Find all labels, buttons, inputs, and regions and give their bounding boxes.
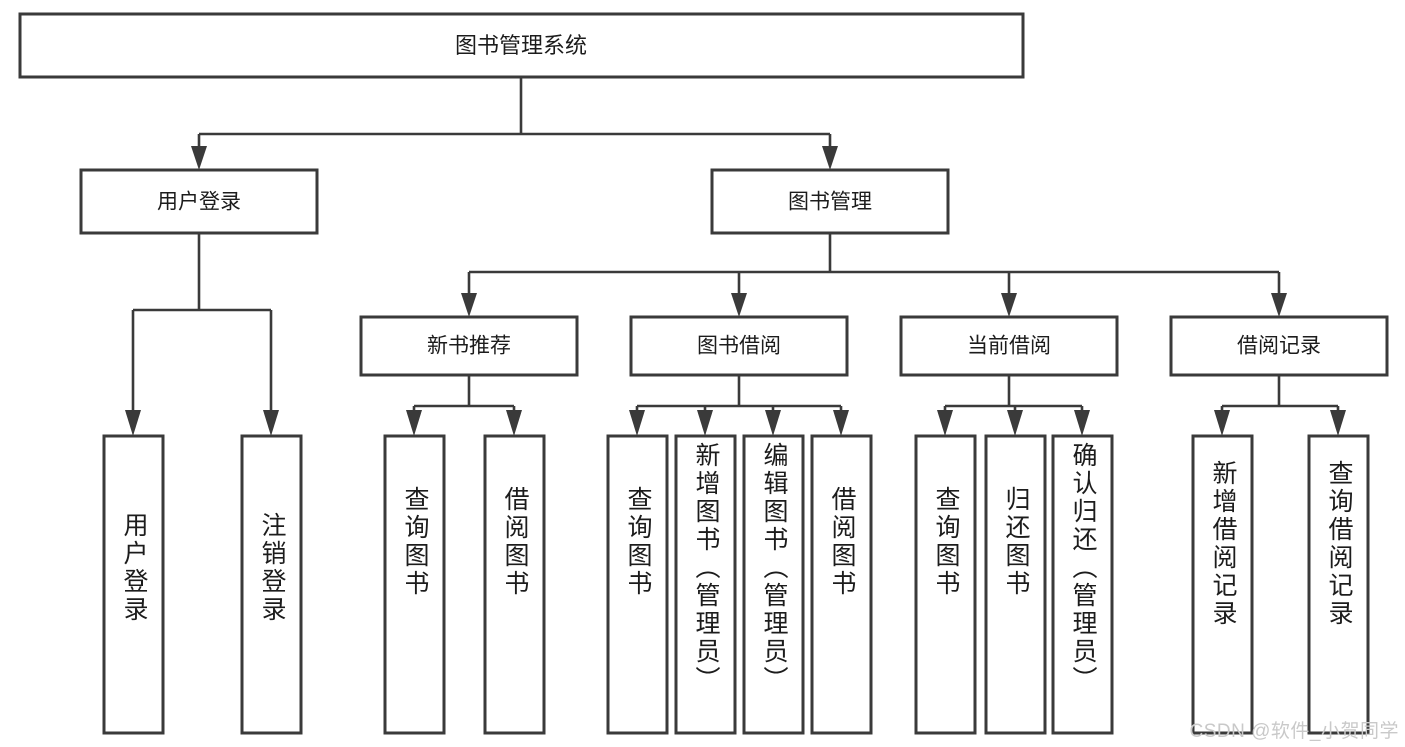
arrow-book-manage	[822, 146, 838, 170]
arrow-leaf-nb-2	[506, 410, 522, 436]
arrow-leaf-br-2	[1330, 410, 1346, 436]
node-book-manage-label: 图书管理	[788, 191, 872, 214]
arrow-leaf-nb-1	[406, 410, 422, 436]
leaf-box-nb-borrow[interactable]	[483, 434, 546, 735]
leaf-box-br-query[interactable]	[1307, 434, 1370, 735]
leaf-box-cb-query[interactable]	[914, 434, 977, 735]
node-current-borrow[interactable]: 当前借阅	[899, 315, 1119, 377]
arrow-new-book	[461, 293, 477, 317]
arrow-current-borrow	[1001, 293, 1017, 317]
leaf-box-user-login[interactable]	[102, 434, 165, 735]
leaf-box-nb-query[interactable]	[383, 434, 446, 735]
node-root-label: 图书管理系统	[455, 33, 587, 58]
leaf-box-br-add[interactable]	[1191, 434, 1254, 735]
leaf-box-bb-query[interactable]	[606, 434, 669, 735]
node-book-manage-box[interactable]	[710, 168, 950, 235]
arrow-user-login	[191, 146, 207, 170]
node-book-borrow[interactable]: 图书借阅	[629, 315, 849, 377]
arrow-leaf-user-login	[125, 410, 141, 436]
node-borrow-record[interactable]: 借阅记录	[1169, 315, 1389, 377]
node-book-borrow-label: 图书借阅	[697, 335, 781, 358]
leaf-box-bb-add[interactable]	[674, 434, 737, 735]
arrow-leaf-logout	[263, 410, 279, 436]
node-root-box[interactable]	[18, 12, 1025, 79]
node-user-login[interactable]: 用户登录	[79, 168, 319, 235]
leaf-box-bb-borrow[interactable]	[810, 434, 873, 735]
leaf-box-cb-confirm[interactable]	[1051, 434, 1114, 735]
arrow-leaf-bb-3	[765, 410, 781, 436]
node-user-login-label: 用户登录	[157, 191, 241, 214]
node-user-login-box[interactable]	[79, 168, 319, 235]
arrow-leaf-bb-1	[629, 410, 645, 436]
node-new-book-label: 新书推荐	[427, 335, 511, 358]
node-current-borrow-box[interactable]	[899, 315, 1119, 377]
leaf-box-cb-return[interactable]	[984, 434, 1047, 735]
arrow-leaf-bb-4	[833, 410, 849, 436]
node-current-borrow-label: 当前借阅	[967, 335, 1051, 358]
node-root[interactable]: 图书管理系统	[18, 12, 1025, 79]
leaf-box-bb-edit[interactable]	[742, 434, 805, 735]
node-book-manage[interactable]: 图书管理	[710, 168, 950, 235]
arrow-leaf-cb-1	[937, 410, 953, 436]
node-new-book-box[interactable]	[359, 315, 579, 377]
arrow-book-borrow	[731, 293, 747, 317]
node-borrow-record-label: 借阅记录	[1237, 335, 1321, 358]
leaf-box-logout[interactable]	[240, 434, 303, 735]
connector-group	[125, 77, 1346, 436]
arrow-leaf-cb-3	[1074, 410, 1090, 436]
node-borrow-record-box[interactable]	[1169, 315, 1389, 377]
arrow-leaf-bb-2	[697, 410, 713, 436]
arrow-leaf-cb-2	[1007, 410, 1023, 436]
arrow-leaf-br-1	[1214, 410, 1230, 436]
arrow-borrow-record	[1271, 293, 1287, 317]
node-new-book[interactable]: 新书推荐	[359, 315, 579, 377]
node-book-borrow-box[interactable]	[629, 315, 849, 377]
